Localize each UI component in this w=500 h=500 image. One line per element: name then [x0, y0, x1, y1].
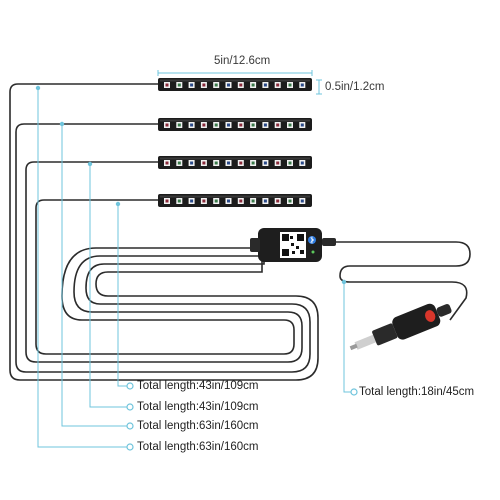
callout-markers [126, 382, 358, 451]
led-strips [158, 78, 312, 207]
plug-callout-label: Total length:18in/45cm [359, 386, 475, 398]
wire-strip-1 [9, 83, 319, 381]
callout-label: Total length:43in/109cm [137, 401, 259, 413]
strip-width-label: 0.5in/1.2cm [325, 81, 385, 93]
leader-dots [35, 85, 347, 285]
wire-plug [322, 241, 471, 321]
led-strip-icon [158, 156, 312, 169]
strip-length-label: 5in/12.6cm [214, 55, 271, 67]
control-box-icon [258, 228, 322, 262]
wire-strip-2 [15, 123, 311, 373]
callout-label: Total length:63in/160cm [137, 420, 259, 432]
bluetooth-icon [308, 236, 316, 244]
led-strip-icon [158, 194, 312, 207]
callout-label: Total length:63in/160cm [137, 441, 259, 453]
car-charger-plug-icon [349, 303, 452, 351]
callout-label: Total length:43in/109cm [137, 380, 259, 392]
led-strip-icon [158, 78, 312, 91]
qr-code-icon [282, 234, 304, 256]
led-strip-icon [158, 118, 312, 131]
wire-strip-3 [25, 161, 303, 363]
leader-lines [37, 88, 352, 448]
dimension-lines [157, 70, 322, 95]
